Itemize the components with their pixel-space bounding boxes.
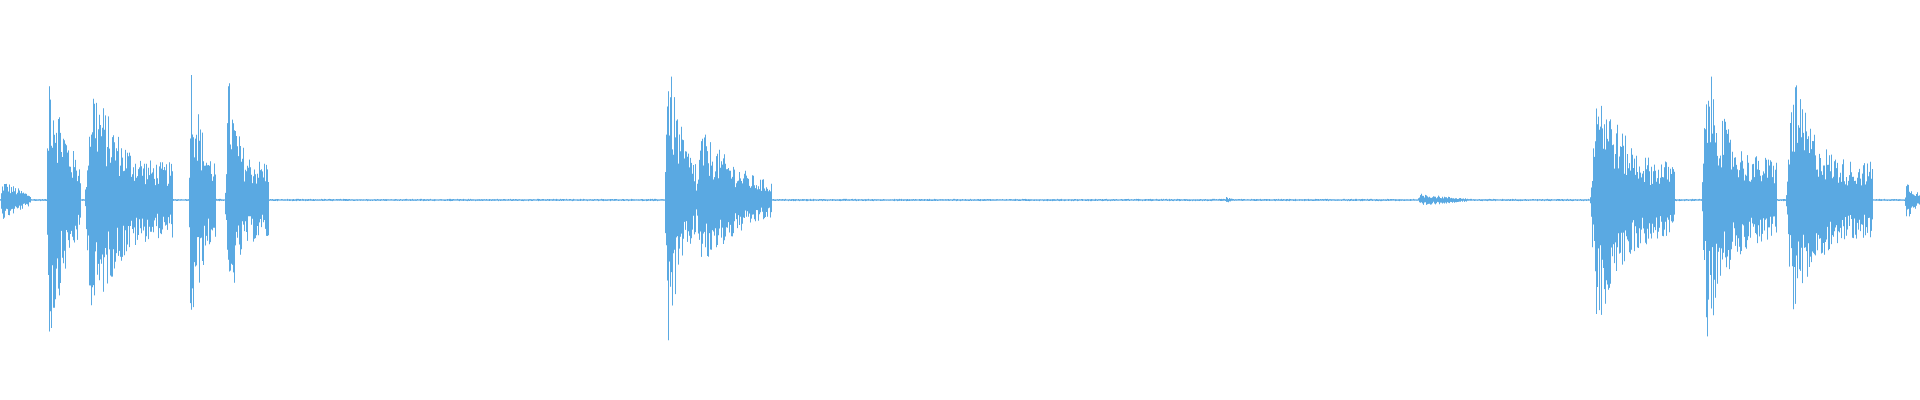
waveform-samples — [0, 75, 1920, 341]
waveform-path — [0, 75, 1920, 341]
